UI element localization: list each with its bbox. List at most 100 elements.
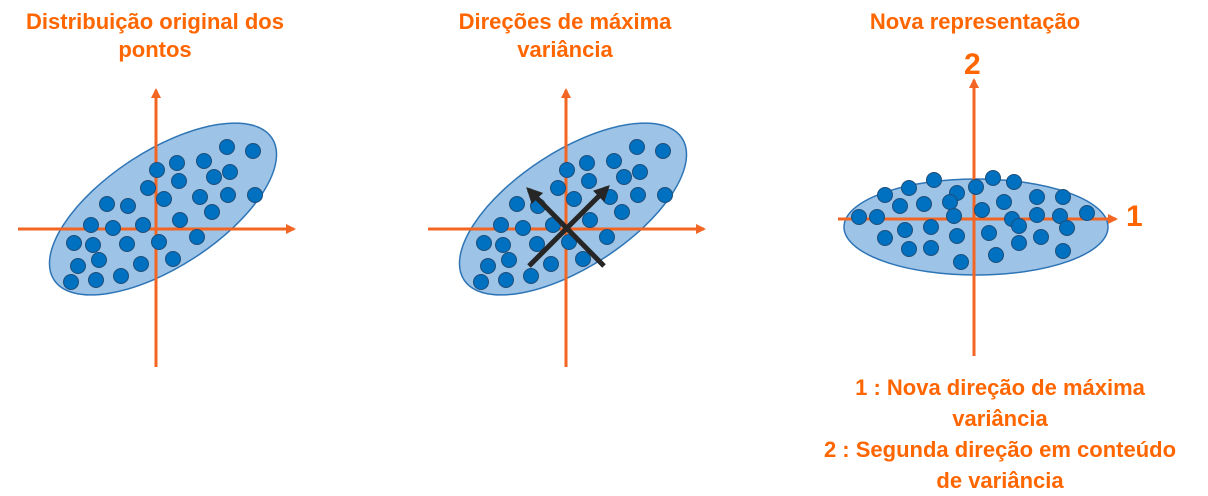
panel1-point	[63, 274, 79, 290]
panel2-point	[561, 234, 577, 250]
panel1-point	[85, 237, 101, 253]
panel3-point	[942, 194, 958, 210]
panel2-point	[606, 153, 622, 169]
panel1-point	[135, 217, 151, 233]
panel1-original-distribution	[18, 88, 296, 367]
panel2-point	[581, 173, 597, 189]
panel2-principal-direction-arrow-2	[527, 185, 610, 268]
axis-label-vertical: 2	[964, 48, 981, 81]
panel2-point	[599, 229, 615, 245]
panel3-point	[897, 222, 913, 238]
panel2-point	[629, 139, 645, 155]
panel3-point	[877, 187, 893, 203]
panel1-point	[171, 173, 187, 189]
panel1-title: Distribuição original dos pontos	[0, 8, 310, 64]
panel2-point	[509, 196, 525, 212]
legend-line2: variância	[952, 406, 1048, 431]
panel1-points	[63, 139, 263, 290]
panel1-point	[172, 212, 188, 228]
panel3-point	[1029, 207, 1045, 223]
panel3-point	[1059, 220, 1075, 236]
panel1-point	[133, 256, 149, 272]
panel1-point	[219, 139, 235, 155]
panel2-point	[582, 212, 598, 228]
panel1-point	[169, 155, 185, 171]
panel1-point	[165, 251, 181, 267]
panel2-point	[498, 272, 514, 288]
panel1-point	[196, 153, 212, 169]
panel2-point	[495, 237, 511, 253]
panel1-point	[99, 196, 115, 212]
panel3-point	[1011, 235, 1027, 251]
panel1-point	[105, 220, 121, 236]
panel1-point	[91, 252, 107, 268]
panel3-point	[949, 228, 965, 244]
panel1-point	[192, 189, 208, 205]
panel1-point	[245, 143, 261, 159]
panel2-point	[515, 220, 531, 236]
panel1-point	[149, 162, 165, 178]
panel3-new-representation	[838, 78, 1118, 356]
panel2-point	[501, 252, 517, 268]
panel2-point	[550, 180, 566, 196]
panel3-point	[1011, 218, 1027, 234]
panel2-point	[579, 155, 595, 171]
panel2-point	[630, 187, 646, 203]
panel3-point	[1029, 189, 1045, 205]
legend-line4: de variância	[936, 468, 1064, 493]
panel3-point	[981, 225, 997, 241]
panel1-point	[66, 235, 82, 251]
panel3-point	[916, 196, 932, 212]
panel1-point	[119, 236, 135, 252]
panel1-point	[83, 217, 99, 233]
panel3-point	[851, 209, 867, 225]
panel2-point	[616, 169, 632, 185]
panel1-point	[120, 198, 136, 214]
panel3-point	[869, 209, 885, 225]
panel2-point	[614, 204, 630, 220]
panel2-point	[575, 251, 591, 267]
panel3-point	[877, 230, 893, 246]
panel2-ellipse	[458, 122, 688, 296]
panel3-point	[1079, 205, 1095, 221]
panel3-point	[1055, 189, 1071, 205]
panel2-title-line2: variância	[517, 37, 613, 62]
legend-line1: 1 : Nova direção de máxima	[855, 375, 1145, 400]
panel1-point	[151, 234, 167, 250]
panel3-point	[985, 170, 1001, 186]
panel2-point	[632, 164, 648, 180]
panel2-point	[657, 187, 673, 203]
axis-label-horizontal: 1	[1126, 200, 1143, 233]
panel2-point	[655, 143, 671, 159]
panel1-title-line2: pontos	[118, 37, 192, 62]
panel1-point	[220, 187, 236, 203]
panel3-points	[851, 170, 1095, 270]
panel2-title-line1: Direções de máxima	[458, 9, 672, 34]
panel2-point	[493, 217, 509, 233]
panel1-point	[222, 164, 238, 180]
panel1-point	[247, 187, 263, 203]
panel2-point	[559, 162, 575, 178]
panel3-point	[974, 202, 990, 218]
panel2-point	[566, 191, 582, 207]
panel1-point	[156, 191, 172, 207]
panel3-point	[953, 254, 969, 270]
legend-line3: 2 : Segunda direção em conteúdo	[823, 437, 1177, 462]
panel2-title: Direções de máxima variância	[410, 8, 720, 64]
panel3-point	[923, 219, 939, 235]
panel3-point	[926, 172, 942, 188]
panel3-title-line1: Nova representação	[869, 9, 1081, 34]
panel3-point	[901, 180, 917, 196]
panel2-point	[473, 274, 489, 290]
panel1-point	[140, 180, 156, 196]
panel1-title-line1: Distribuição original dos	[26, 9, 284, 34]
panel3-point	[946, 208, 962, 224]
panel3-point	[901, 241, 917, 257]
panel2-point	[529, 236, 545, 252]
panel2-point	[476, 235, 492, 251]
panel1-point	[206, 169, 222, 185]
panel3-point	[988, 247, 1004, 263]
panel1-ellipse	[48, 122, 278, 296]
panel2-point	[543, 256, 559, 272]
